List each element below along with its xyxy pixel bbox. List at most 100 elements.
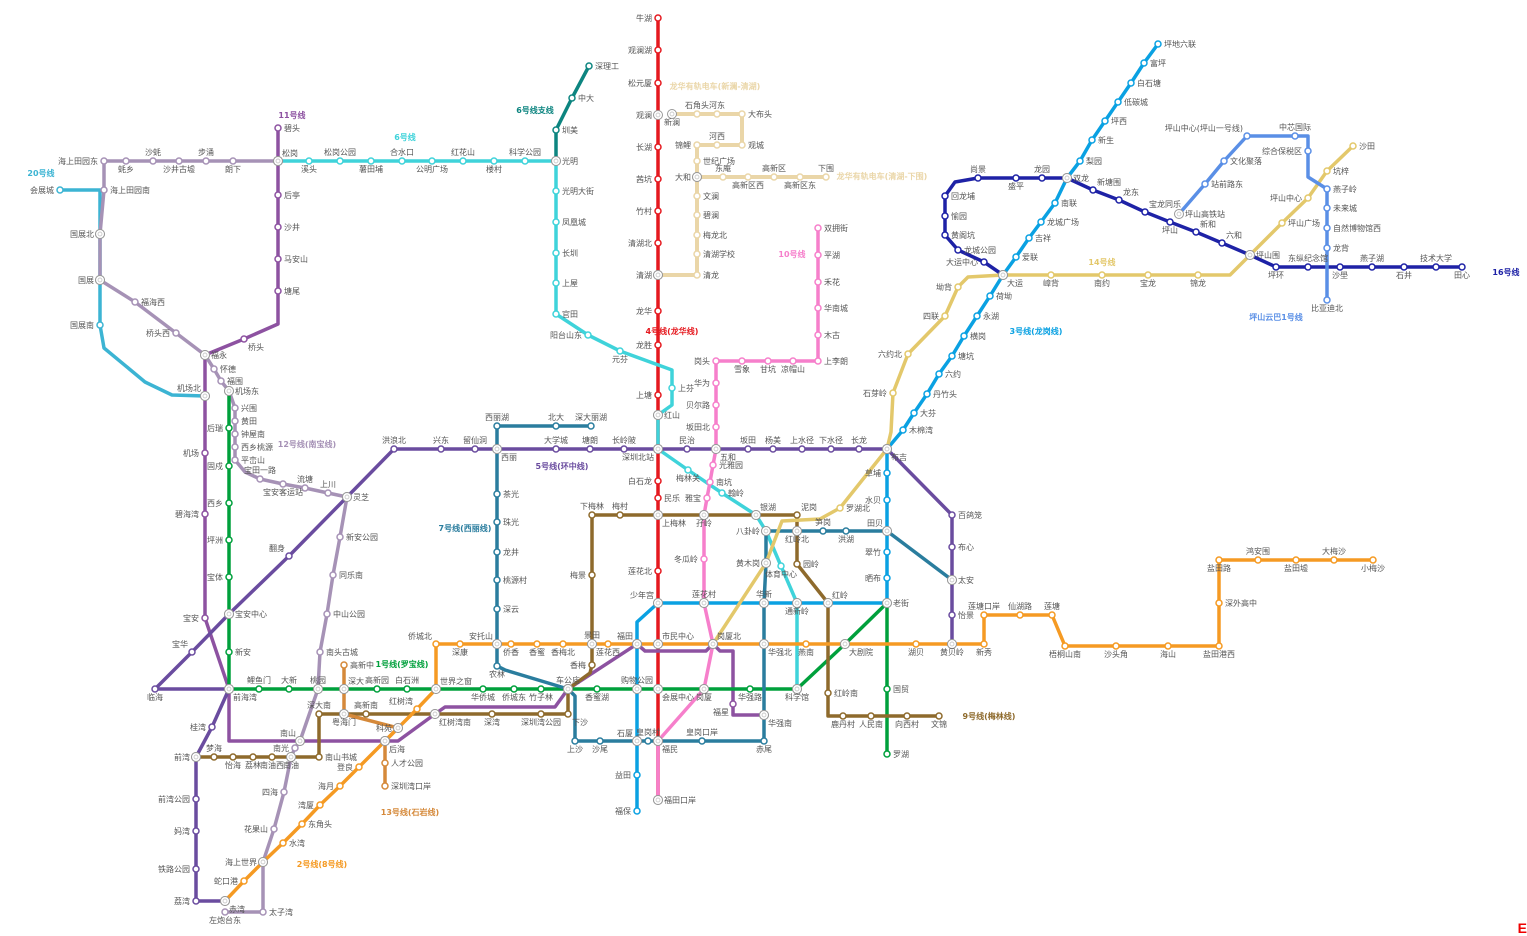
station-marker[interactable] (644, 737, 652, 745)
station-marker[interactable] (270, 825, 278, 833)
station-label[interactable]: 布吉 (891, 452, 907, 462)
station-marker[interactable] (1012, 174, 1020, 182)
station-label[interactable]: 华强路 (738, 692, 762, 702)
interchange-station[interactable] (759, 598, 769, 608)
station-label[interactable]: 南山书城 (325, 752, 357, 762)
station-label[interactable]: 莲花村 (692, 589, 716, 599)
station-label[interactable]: 宝田一路 (244, 465, 276, 475)
station-label[interactable]: 新安 (235, 647, 251, 657)
station-label[interactable]: 侨城东 (502, 692, 526, 702)
station-marker[interactable] (229, 753, 237, 761)
station-marker[interactable] (948, 543, 956, 551)
station-label[interactable]: 牛湖 (636, 13, 652, 23)
station-label[interactable]: 红岭 (832, 590, 848, 600)
station-marker[interactable] (604, 640, 612, 648)
interchange-station[interactable] (653, 795, 663, 805)
station-marker[interactable] (210, 365, 218, 373)
station-label[interactable]: 长龙 (851, 435, 867, 445)
station-marker[interactable] (588, 661, 596, 669)
station-label[interactable]: 深大南 (307, 700, 331, 710)
station-label[interactable]: 通新岭 (785, 606, 809, 616)
station-label[interactable]: 茜坑 (636, 174, 652, 184)
station-label[interactable]: 高新区东 (784, 180, 816, 190)
station-label[interactable]: 固戍 (207, 461, 223, 471)
station-marker[interactable] (713, 110, 721, 118)
station-label[interactable]: 观澜 (636, 111, 652, 120)
interchange-station[interactable] (947, 639, 957, 649)
station-marker[interactable] (231, 404, 239, 412)
station-marker[interactable] (584, 331, 592, 339)
station-marker[interactable] (1089, 186, 1097, 194)
station-marker[interactable] (301, 484, 309, 492)
station-marker[interactable] (274, 287, 282, 295)
station-marker[interactable] (819, 527, 827, 535)
station-label[interactable]: 龙华 (636, 306, 652, 316)
station-label[interactable]: 蚝乡 (118, 164, 134, 174)
station-label[interactable]: 南坑 (716, 477, 732, 487)
station-label[interactable]: 盛平 (1008, 181, 1024, 191)
station-label[interactable]: 深圳湾公园 (521, 717, 561, 727)
interchange-station[interactable] (653, 444, 663, 454)
station-marker[interactable] (225, 648, 233, 656)
station-label[interactable]: 购物公园 (621, 675, 653, 685)
station-label[interactable]: 平湖 (824, 251, 840, 260)
station-label[interactable]: 兴围 (241, 404, 257, 413)
station-marker[interactable] (1201, 180, 1209, 188)
station-marker[interactable] (883, 469, 891, 477)
station-label[interactable]: 福民 (662, 745, 678, 754)
station-label[interactable]: 下梅林 (580, 501, 604, 511)
station-label[interactable]: 坪山中心 (1270, 193, 1302, 203)
station-marker[interactable] (941, 192, 949, 200)
station-marker[interactable] (1304, 194, 1312, 202)
interchange-station[interactable] (840, 639, 850, 649)
station-marker[interactable] (1215, 599, 1223, 607)
station-label[interactable]: 嶂背 (1043, 278, 1059, 288)
station-marker[interactable] (507, 640, 515, 648)
station-label[interactable]: 双龙 (1073, 173, 1089, 183)
interchange-station[interactable] (882, 444, 892, 454)
interchange-station[interactable] (792, 598, 802, 608)
station-label[interactable]: 华强南 (768, 718, 792, 728)
station-label[interactable]: 侨城北 (408, 631, 432, 641)
station-label[interactable]: 留仙洞 (463, 435, 487, 445)
station-label[interactable]: 中芯国际 (1279, 122, 1311, 132)
station-label[interactable]: 白石洲 (395, 675, 419, 685)
station-marker[interactable] (268, 753, 276, 761)
station-marker[interactable] (1112, 642, 1120, 650)
station-label[interactable]: 民治 (679, 435, 695, 445)
station-label[interactable]: 沙蚝 (145, 147, 161, 157)
station-label[interactable]: 松岗 (282, 148, 298, 158)
station-label[interactable]: 比亚迪北 (1311, 303, 1343, 313)
station-marker[interactable] (316, 801, 324, 809)
station-label[interactable]: 华为 (694, 378, 710, 388)
station-label[interactable]: 福星 (713, 708, 729, 717)
station-marker[interactable] (390, 445, 398, 453)
station-marker[interactable] (56, 186, 64, 194)
station-label[interactable]: 国展北 (70, 230, 94, 239)
station-label[interactable]: 益田 (615, 770, 631, 780)
interchange-station[interactable] (95, 275, 105, 285)
station-label[interactable]: 笋岗 (815, 517, 831, 527)
station-marker[interactable] (764, 357, 772, 365)
station-marker[interactable] (746, 685, 754, 693)
station-marker[interactable] (291, 744, 299, 752)
station-marker[interactable] (974, 174, 982, 182)
station-marker[interactable] (1012, 253, 1020, 261)
station-label[interactable]: 坪地六联 (1164, 39, 1196, 49)
station-label[interactable]: 楼村 (486, 164, 502, 174)
station-label[interactable]: 钟屋南 (241, 429, 265, 439)
station-label[interactable]: 龙背 (1333, 243, 1349, 253)
station-label[interactable]: 桥头西 (146, 328, 170, 338)
interchange-station[interactable] (653, 639, 663, 649)
station-marker[interactable] (700, 555, 708, 563)
station-label[interactable]: 大剧院 (849, 647, 873, 657)
station-marker[interactable] (948, 511, 956, 519)
station-marker[interactable] (231, 443, 239, 451)
station-label[interactable]: 清湖北 (628, 238, 652, 248)
station-label[interactable]: 临海 (147, 692, 163, 702)
station-label[interactable]: 罗湖北 (846, 504, 870, 513)
station-marker[interactable] (883, 750, 891, 758)
station-marker[interactable] (510, 685, 518, 693)
station-label[interactable]: 草埔 (865, 468, 881, 478)
station-label[interactable]: 马安山 (284, 254, 308, 264)
